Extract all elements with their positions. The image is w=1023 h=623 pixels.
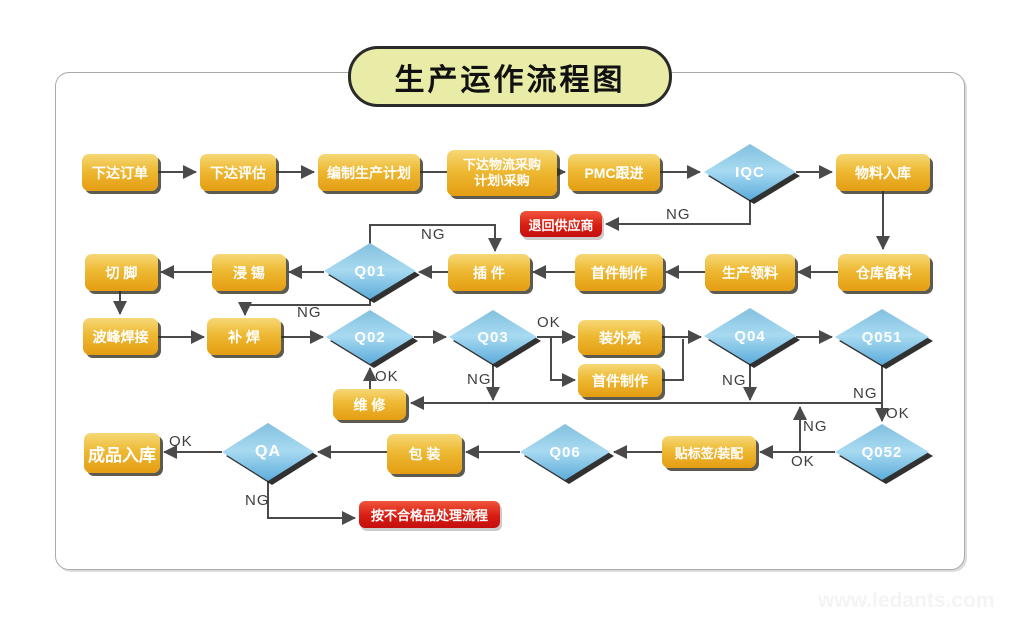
node-logistics-line2: 计划\采购	[474, 173, 530, 188]
edge-label-q01-ng-bottom: NG	[297, 304, 322, 321]
node-pmc-follow: PMC跟进	[568, 154, 660, 191]
node-wave-solder: 波峰焊接	[83, 318, 158, 355]
edge-label-repair-ok: OK	[375, 368, 399, 385]
edge-label-q03-ng: NG	[467, 371, 492, 388]
node-place-order: 下达订单	[82, 154, 158, 191]
node-nonconforming-process: 按不合格品处理流程	[359, 501, 500, 528]
diamond-q02-label: Q02	[326, 310, 414, 364]
diamond-q04: Q04	[704, 308, 800, 368]
node-material-issue: 生产领料	[705, 254, 795, 291]
edge-label-q04-ng: NG	[722, 372, 747, 389]
node-finished-in: 成品入库	[84, 433, 160, 473]
node-packing: 包 装	[387, 434, 462, 474]
edge-label-q03-ok: OK	[537, 314, 561, 331]
node-return-supplier: 退回供应商	[520, 211, 602, 237]
diamond-qa: QA	[222, 423, 318, 485]
diamond-q051-label: Q051	[835, 309, 929, 365]
page-title: 生产运作流程图	[348, 46, 672, 107]
diamond-q03: Q03	[449, 310, 541, 368]
edge-label-q052-ok: OK	[791, 453, 815, 470]
diamond-q01-label: Q01	[324, 243, 416, 299]
node-logistics-purchase: 下达物流采购 计划\采购	[447, 150, 557, 196]
diamond-q03-label: Q03	[449, 310, 537, 364]
edge-label-q051-ng: NG	[853, 385, 878, 402]
edge-label-qa-ng: NG	[245, 492, 270, 509]
node-warehouse-prep: 仓库备料	[838, 254, 930, 291]
diamond-iqc: IQC	[704, 144, 800, 204]
node-insert: 插 件	[448, 254, 530, 291]
node-label-assembly: 贴标签/装配	[662, 436, 756, 468]
node-material-in: 物料入库	[836, 154, 930, 191]
node-logistics-line1: 下达物流采购	[462, 156, 541, 172]
node-first-article-2: 首件制作	[578, 364, 662, 397]
diamond-q052-label: Q052	[835, 424, 929, 480]
edge-label-qa-ok: OK	[169, 433, 193, 450]
diamond-q052: Q052	[835, 424, 933, 484]
edge-label-q052-ng: NG	[803, 418, 828, 435]
diamond-q01: Q01	[324, 243, 420, 303]
node-case-assembly: 装外壳	[578, 320, 662, 355]
diamond-q04-label: Q04	[704, 308, 796, 364]
diamond-q051: Q051	[835, 309, 933, 369]
node-cut-leg: 切 脚	[85, 254, 158, 291]
node-repair: 维 修	[333, 389, 406, 420]
node-dip-tin: 浸 锡	[212, 254, 286, 291]
node-first-article: 首件制作	[575, 254, 663, 291]
diamond-q06: Q06	[520, 424, 614, 484]
node-touch-up: 补 焊	[207, 318, 281, 355]
diamond-q02: Q02	[326, 310, 418, 368]
node-order-review: 下达评估	[200, 154, 276, 191]
watermark: www.ledants.com	[818, 589, 995, 612]
diamond-iqc-label: IQC	[704, 144, 796, 200]
node-make-plan: 编制生产计划	[318, 154, 420, 191]
edge-label-iqc-ng: NG	[666, 206, 691, 223]
edge-label-q01-ng-top: NG	[421, 226, 446, 243]
diamond-q06-label: Q06	[520, 424, 610, 480]
edge-label-q051-ok: OK	[886, 405, 910, 422]
diamond-qa-label: QA	[222, 423, 314, 481]
